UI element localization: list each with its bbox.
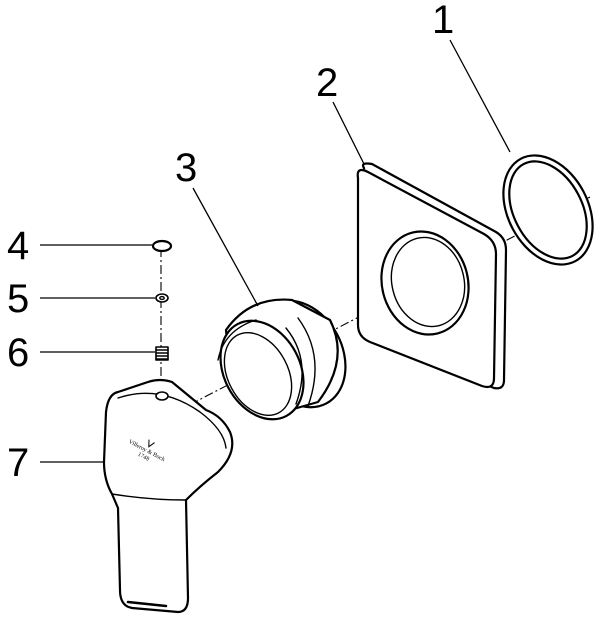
callout-4: 4 — [7, 224, 29, 268]
callout-5: 5 — [7, 277, 29, 321]
square-cover-plate-part — [356, 162, 508, 390]
leader-lines — [40, 39, 511, 463]
callout-7: 7 — [7, 441, 29, 485]
callout-2: 2 — [316, 61, 338, 105]
sleeve-part — [217, 298, 347, 421]
leader-line-3 — [192, 187, 259, 307]
washer-part — [155, 293, 169, 303]
o-ring-part — [502, 154, 594, 266]
lever-handle-part — [102, 378, 234, 614]
brand-logo-year: 1748 — [136, 452, 149, 463]
callout-3: 3 — [175, 146, 197, 190]
cap-part — [151, 239, 173, 253]
callout-6: 6 — [7, 331, 29, 375]
leader-line-2 — [332, 101, 365, 165]
set-screw-part — [155, 346, 169, 361]
callout-1: 1 — [432, 0, 454, 42]
leader-line-1 — [449, 39, 511, 153]
